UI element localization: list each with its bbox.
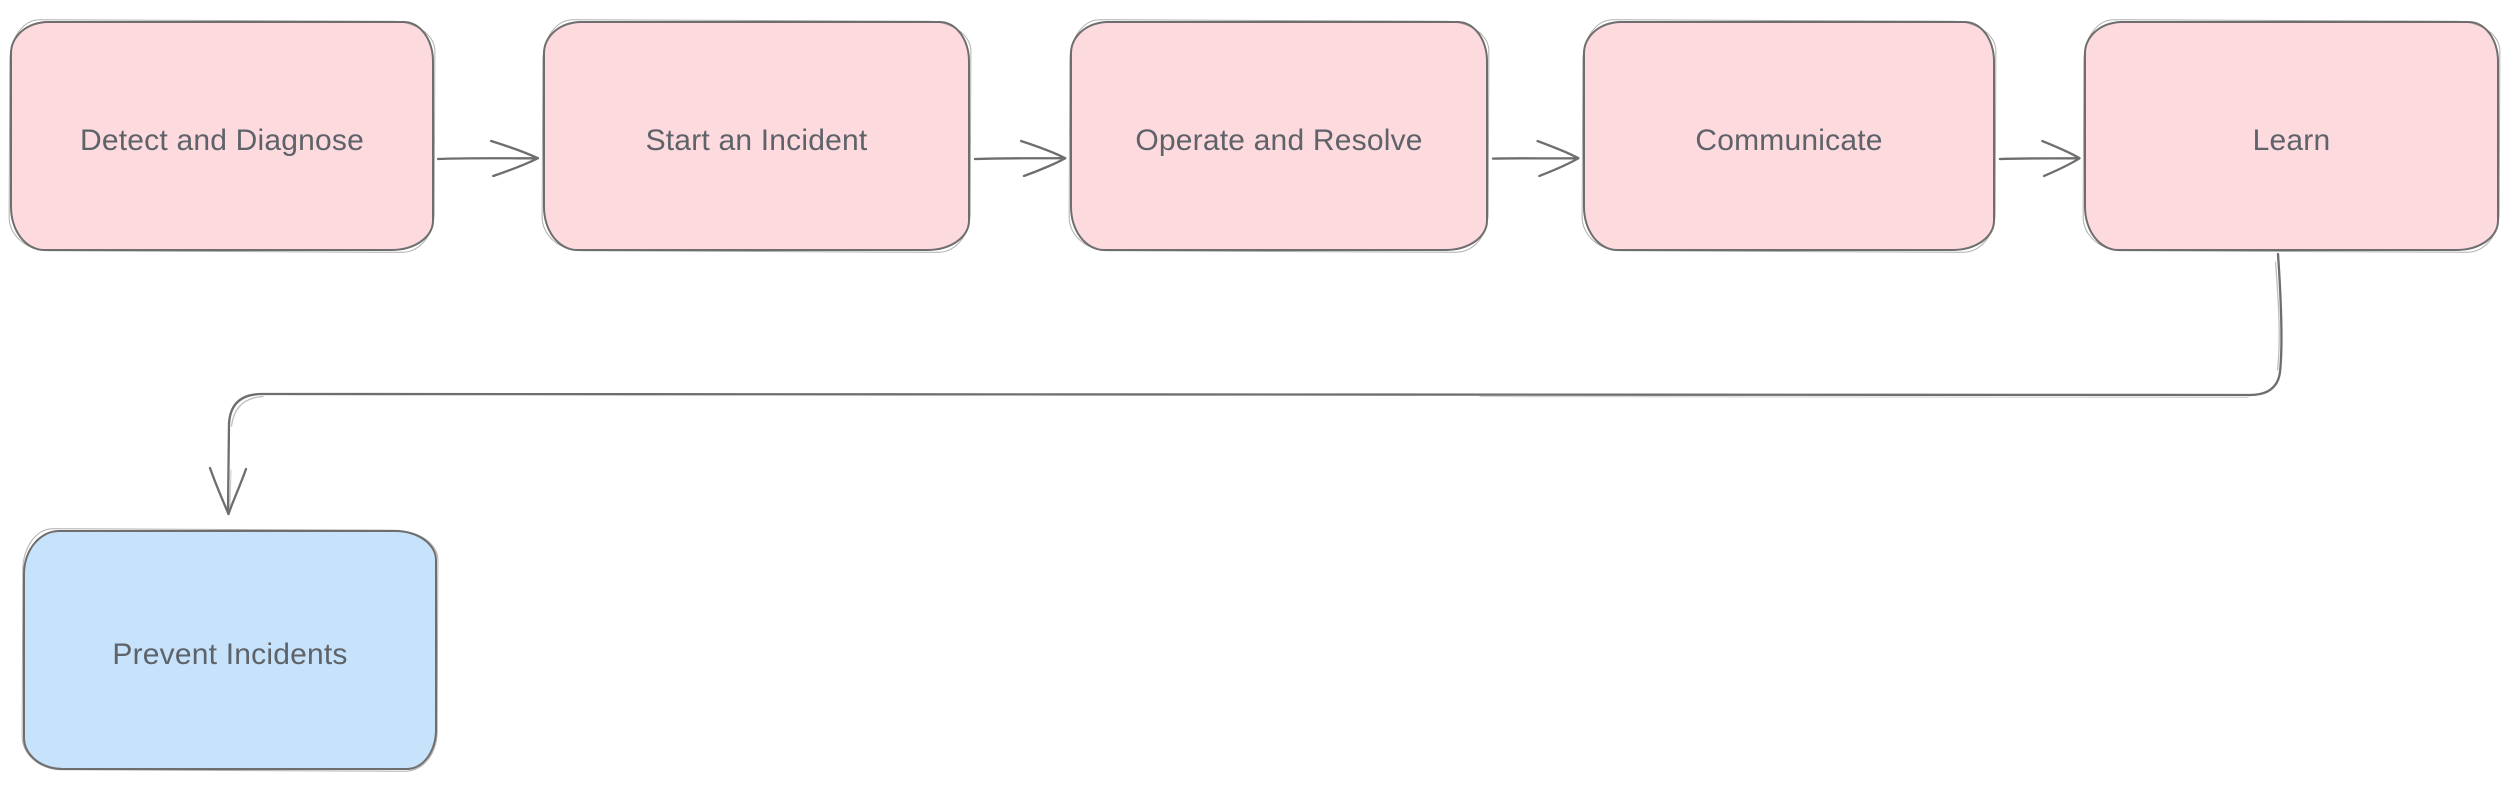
arrow-right-icon [436, 139, 539, 178]
arrow-right-icon [1998, 139, 2081, 178]
node-learn: Learn [2084, 21, 2499, 251]
node-label: Learn [2252, 124, 2331, 157]
node-operate-and-resolve: Operate and Resolve [1070, 21, 1488, 251]
node-label: Prevent Incidents [112, 638, 348, 671]
node-prevent-incidents: Prevent Incidents [23, 530, 437, 770]
node-label: Detect and Diagnose [80, 124, 364, 157]
node-communicate: Communicate [1583, 21, 1995, 251]
node-start-an-incident: Start an Incident [543, 21, 970, 251]
node-label: Start an Incident [645, 124, 868, 157]
node-label: Communicate [1695, 124, 1883, 157]
arrow-right-icon [1491, 139, 1580, 178]
node-detect-and-diagnose: Detect and Diagnose [10, 21, 434, 251]
node-label: Operate and Resolve [1135, 124, 1423, 157]
arrow-right-icon [973, 139, 1067, 178]
